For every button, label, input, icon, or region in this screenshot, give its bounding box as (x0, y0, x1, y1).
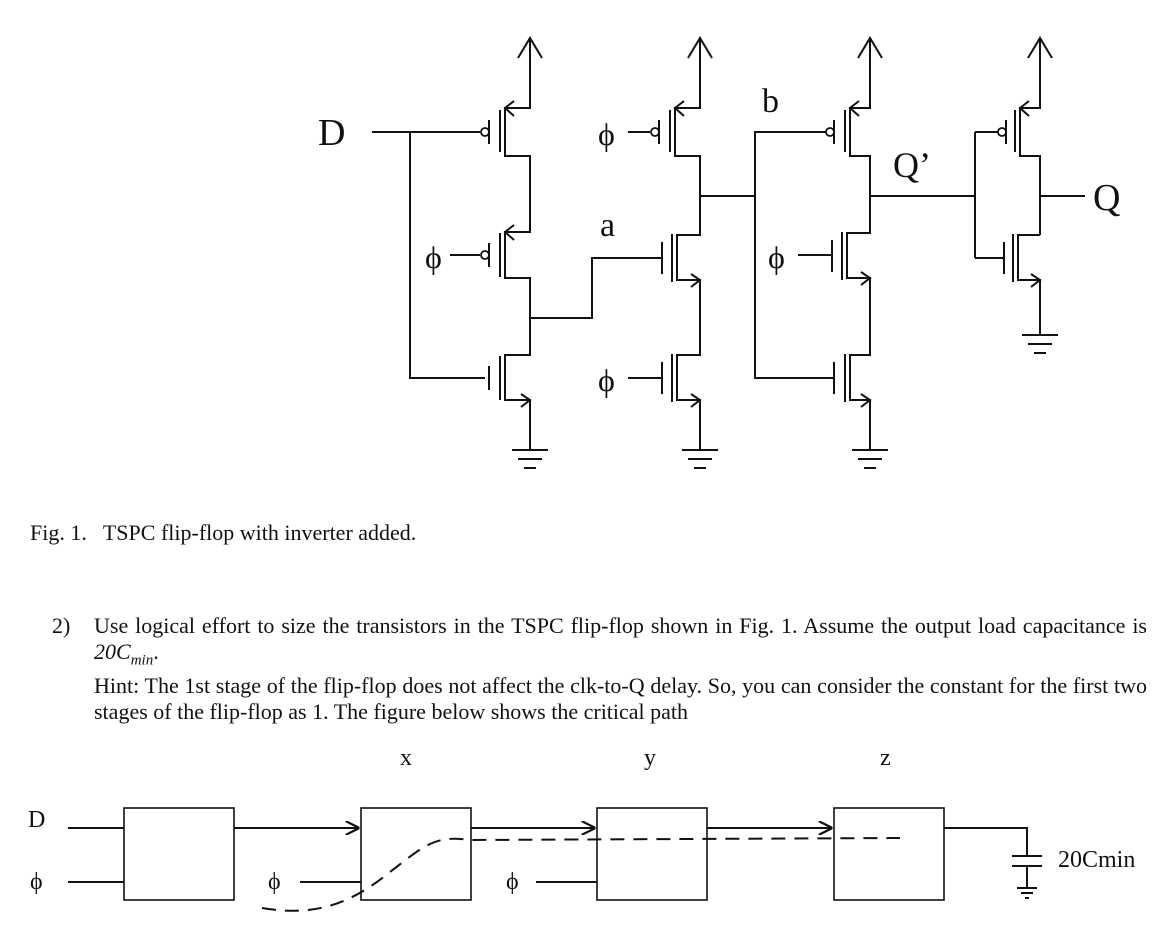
label-phi-stage3: ϕ (768, 239, 785, 275)
label-phi-stage2-bottom: ϕ (598, 362, 615, 398)
block-stage1 (123, 807, 235, 901)
cp-label-phi-1: ϕ (30, 869, 43, 895)
problem-text: Use logical effort to size the transisto… (94, 613, 1147, 638)
stage2-transistors (628, 95, 834, 469)
math-subscript: min (130, 652, 154, 669)
critical-path-diagram: D ϕ ϕ ϕ x y z 20Cmin (28, 745, 1135, 912)
cp-label-phi-2: ϕ (268, 869, 281, 895)
label-d: D (318, 112, 345, 154)
problem-text-end: . (153, 639, 159, 664)
cp-label-y: y (644, 745, 656, 771)
figure-1-caption: Fig. 1. TSPC flip-flop with inverter adde… (30, 520, 416, 546)
figure-caption-text: TSPC flip-flop with inverter added. (102, 520, 417, 545)
label-node-b: b (762, 83, 779, 120)
block-z (833, 807, 945, 901)
problem-statement: Use logical effort to size the transisto… (94, 613, 1147, 673)
label-q-prime: Q’ (893, 145, 931, 185)
cp-label-d: D (28, 807, 45, 833)
label-phi-stage2-top: ϕ (598, 116, 615, 152)
block-y (596, 807, 708, 901)
cp-label-z: z (880, 745, 891, 771)
problem-number: 2) (52, 613, 71, 638)
label-phi-stage1: ϕ (425, 239, 442, 275)
problem-hint: Hint: The 1st stage of the flip-flop doe… (94, 673, 1147, 725)
label-node-a: a (600, 207, 615, 244)
label-q: Q (1093, 177, 1120, 219)
figure-number: Fig. 1. (30, 520, 87, 545)
math-load: 20Cmin (94, 639, 153, 668)
output-inverter (974, 95, 1085, 354)
problem-2: 2) Use logical effort to size the transi… (52, 613, 1147, 725)
cp-label-phi-3: ϕ (506, 869, 519, 895)
block-x (360, 807, 472, 901)
cp-label-x: x (400, 745, 412, 771)
problem-body: Use logical effort to size the transisto… (94, 613, 1147, 725)
tspc-schematic: D ϕ ϕ ϕ ϕ a b Q’ Q (318, 36, 1120, 469)
vdd-symbols (517, 36, 1053, 95)
stage1-transistors (372, 95, 662, 469)
cp-label-load: 20Cmin (1058, 847, 1135, 873)
critical-path-dashed-line (261, 837, 901, 912)
math-value: 20C (94, 639, 131, 664)
stage3-transistors (798, 95, 975, 469)
